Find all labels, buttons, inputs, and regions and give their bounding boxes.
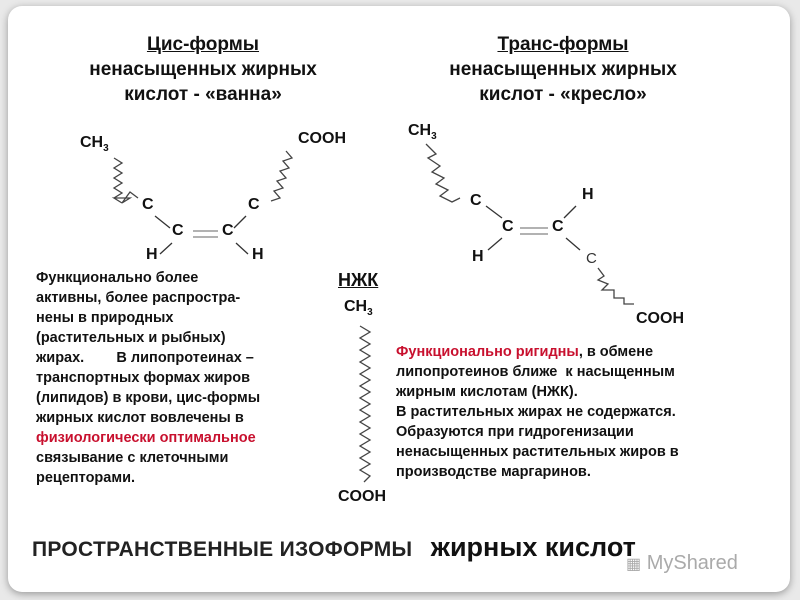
cis-cooh-label: COOH xyxy=(298,130,346,147)
text-fragment: жирах. В липопротеинах – xyxy=(36,350,254,366)
sfa-cooh-label: COOH xyxy=(338,488,386,505)
text-fragment: (растительных и рыбных) xyxy=(36,330,226,346)
cis-text-line: (растительных и рыбных) xyxy=(36,328,336,348)
cis-text-line: Функционально более xyxy=(36,268,336,288)
cis-hydrogen-2: H xyxy=(252,246,264,263)
text-fragment: жирным кислотам (НЖК). xyxy=(396,384,578,400)
cis-text-line: (липидов) в крови, цис-формы xyxy=(36,388,336,408)
slide: Цис-формы ненасыщенных жирных кислот - «… xyxy=(8,6,790,592)
cis-bond-c1-c2 xyxy=(154,215,171,229)
trans-carbon-1: C xyxy=(470,192,482,209)
trans-hydrogen-top: H xyxy=(582,186,594,203)
text-fragment: транспортных формах жиров xyxy=(36,370,250,386)
cis-chain-right xyxy=(270,150,294,202)
cis-chain-left xyxy=(111,157,139,204)
cis-text-line: нены в природных xyxy=(36,308,336,328)
trans-text-line: ненасыщенных растительных жиров в xyxy=(396,442,776,462)
trans-bond-c3-h xyxy=(563,205,577,219)
footer-part-2: жирных кислот xyxy=(430,532,636,562)
trans-subtitle-1: ненасыщенных жирных xyxy=(449,59,677,80)
trans-bond-c2-h xyxy=(487,237,503,251)
text-fragment: Функционально более xyxy=(36,270,199,286)
sfa-chain xyxy=(358,325,372,483)
cis-text-line: связывание с клеточными xyxy=(36,448,336,468)
trans-cooh-label: COOH xyxy=(636,310,684,327)
trans-subtitle-2: кислот - «кресло» xyxy=(479,84,647,105)
text-fragment: В растительных жирах не содержатся. xyxy=(396,404,676,420)
trans-header: Транс-формы ненасыщенных жирных кислот -… xyxy=(403,32,723,107)
cis-carbon-1: C xyxy=(142,196,154,213)
trans-carbon-3: C xyxy=(552,218,564,235)
sfa-ch3-label: CH3 xyxy=(344,298,373,319)
cis-description: Функционально более активны, более распро… xyxy=(36,268,336,488)
cis-bond-c2-h xyxy=(159,242,173,255)
sfa-label: НЖК xyxy=(338,270,379,290)
text-fragment: жирных кислот вовлечены в xyxy=(36,410,244,426)
cis-ch3-label: CH3 xyxy=(80,134,109,155)
trans-hydrogen-bottom: H xyxy=(472,248,484,265)
highlighted-text: физиологически оптимальное xyxy=(36,430,256,446)
watermark: ▦ MyShared xyxy=(626,552,738,575)
trans-chain-top xyxy=(425,143,461,203)
cis-title: Цис-формы xyxy=(146,34,260,55)
trans-text-line: В растительных жирах не содержатся. xyxy=(396,402,776,422)
cis-carbon-3: C xyxy=(222,222,234,239)
cis-header: Цис-формы ненасыщенных жирных кислот - «… xyxy=(28,32,378,107)
trans-chain-bottom xyxy=(596,267,634,305)
trans-description: Функционально ригидны, в обмене липопроте… xyxy=(396,342,776,482)
trans-text-line: производстве маргаринов. xyxy=(396,462,776,482)
trans-carbon-4: C xyxy=(586,250,597,267)
text-fragment: нены в природных xyxy=(36,310,174,326)
highlighted-text: Функционально ригидны xyxy=(396,344,579,360)
text-fragment: связывание с клеточными xyxy=(36,450,229,466)
cis-hydrogen-1: H xyxy=(146,246,158,263)
text-fragment: Образуются при гидрогенизации xyxy=(396,424,634,440)
footer-part-1: ПРОСТРАНСТВЕННЫЕ ИЗОФОРМЫ xyxy=(32,538,413,561)
cis-carbon-2: C xyxy=(172,222,184,239)
text-fragment: ненасыщенных растительных жиров в xyxy=(396,444,679,460)
trans-carbon-2: C xyxy=(502,218,514,235)
text-fragment: (липидов) в крови, цис-формы xyxy=(36,390,261,406)
cis-carbon-4: C xyxy=(248,196,260,213)
cis-text-line: транспортных формах жиров xyxy=(36,368,336,388)
trans-title: Транс-формы xyxy=(497,34,629,55)
footer-title: ПРОСТРАНСТВЕННЫЕ ИЗОФОРМЫ жирных кислот xyxy=(32,532,636,563)
cis-text-line: физиологически оптимальное xyxy=(36,428,336,448)
cis-text-line: жирах. В липопротеинах – xyxy=(36,348,336,368)
cis-text-line: рецепторами. xyxy=(36,468,336,488)
cis-bond-c3-h xyxy=(235,242,249,255)
cis-text-line: жирных кислот вовлечены в xyxy=(36,408,336,428)
watermark-icon: ▦ xyxy=(626,556,642,573)
trans-text-line: Образуются при гидрогенизации xyxy=(396,422,776,442)
cis-subtitle-1: ненасыщенных жирных xyxy=(89,59,317,80)
text-fragment: производстве маргаринов. xyxy=(396,464,591,480)
cis-text-line: активны, более распростра- xyxy=(36,288,336,308)
trans-ch3-label: CH3 xyxy=(408,122,437,143)
trans-text-line: Функционально ригидны, в обмене xyxy=(396,342,776,362)
trans-text-line: жирным кислотам (НЖК). xyxy=(396,382,776,402)
trans-bond-c1-c2 xyxy=(485,205,503,219)
trans-bond-c3-c4 xyxy=(565,237,581,251)
text-fragment: активны, более распростра- xyxy=(36,290,241,306)
cis-bond-c3-c4 xyxy=(233,215,247,229)
text-fragment: липопротеинов ближе к насыщенным xyxy=(396,364,675,380)
trans-text-line: липопротеинов ближе к насыщенным xyxy=(396,362,776,382)
text-fragment: , в обмене xyxy=(578,344,654,360)
watermark-text: MyShared xyxy=(646,552,738,574)
bonds-layer xyxy=(111,143,634,483)
cis-subtitle-2: кислот - «ванна» xyxy=(124,84,282,105)
text-fragment: рецепторами. xyxy=(36,470,136,486)
